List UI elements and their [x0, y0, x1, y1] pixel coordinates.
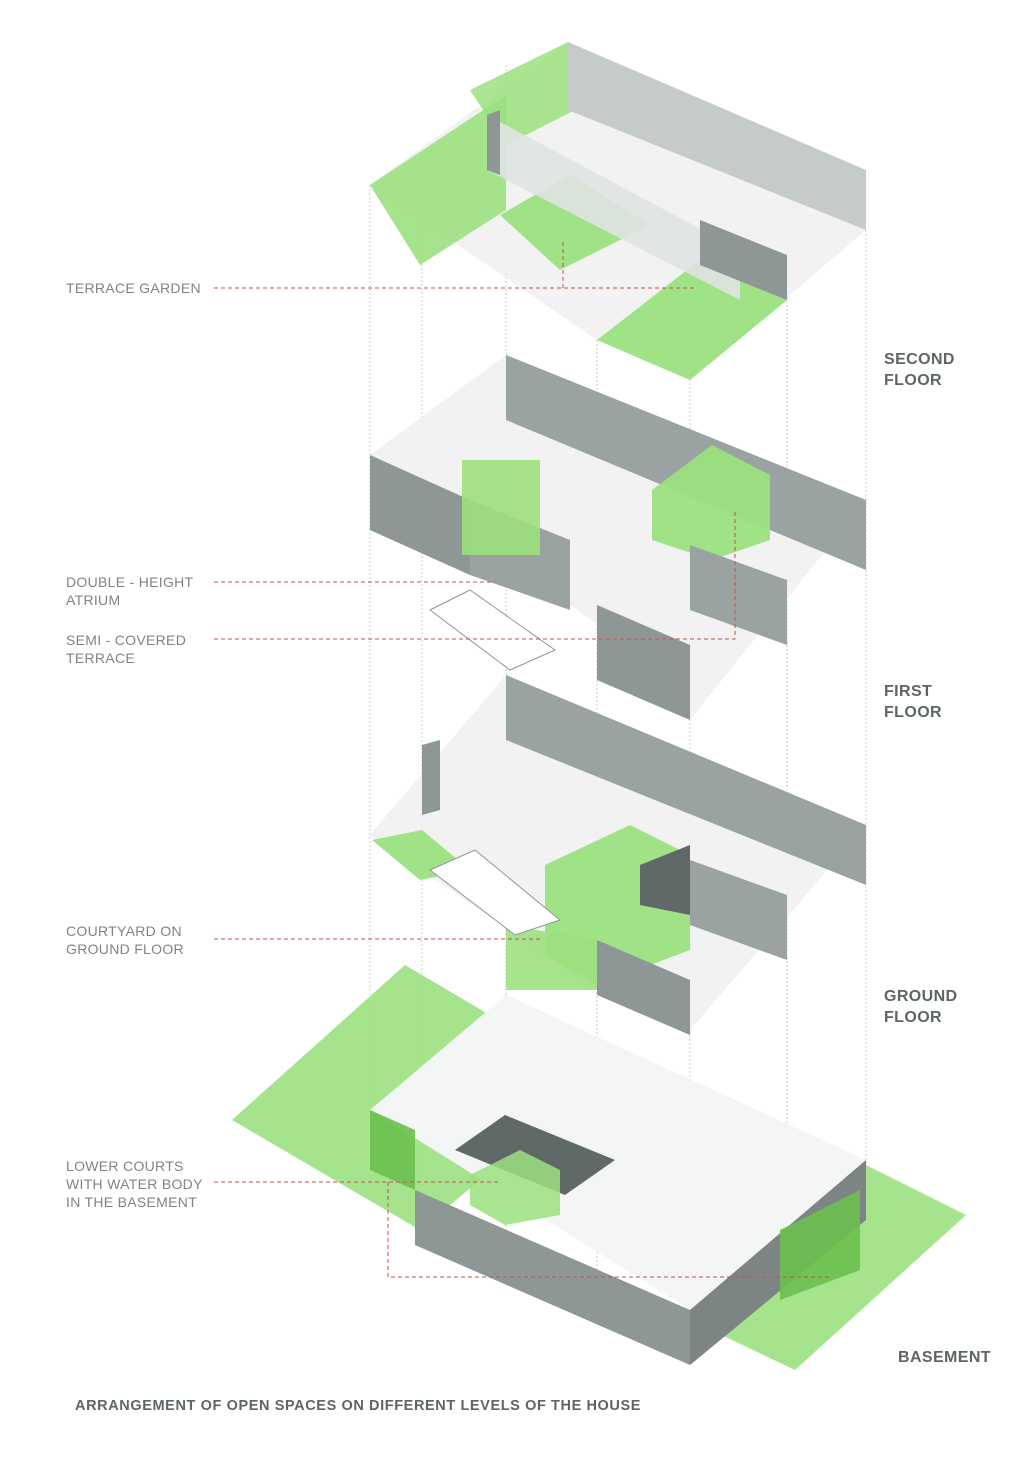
level-label-ground-floor: GROUND FLOOR: [884, 988, 958, 1026]
level-label-first-floor: FIRST FLOOR: [884, 683, 942, 721]
first-floor-back-wall: [506, 355, 866, 570]
ground-floor-wall-dark: [597, 940, 690, 1035]
courtyard-wall-dark: [640, 845, 690, 915]
callout-terrace-garden: TERRACE GARDEN: [66, 280, 201, 296]
terrace-garden-patch-center: [500, 175, 650, 270]
second-floor-wall-small: [487, 110, 500, 175]
ground-floor-wall-right: [690, 860, 787, 960]
basement-block: [232, 965, 966, 1370]
first-floor-wall-dark: [597, 605, 690, 720]
lower-court-pit: [455, 1115, 615, 1195]
ground-floor-stair: [429, 849, 562, 936]
ground-floor-back-wall: [506, 675, 866, 885]
ground-floor-plate: [370, 675, 866, 1035]
level-label-basement: BASEMENT: [898, 1349, 991, 1366]
callout-lower-courts: LOWER COURTS WITH WATER BODY IN THE BASE…: [66, 1158, 203, 1210]
second-floor-plate: [370, 42, 866, 380]
second-floor-inner-wall: [487, 115, 740, 300]
second-floor-back-wall: [568, 42, 866, 230]
basement-top: [370, 995, 866, 1310]
double-height-atrium-green: [462, 460, 540, 555]
level-label-second-floor: SECOND FLOOR: [884, 351, 955, 389]
first-floor-plate: [370, 355, 866, 720]
courtyard-green-lower: [506, 925, 597, 990]
terrace-garden-patch-left: [370, 95, 506, 265]
first-floor-wall-right: [690, 545, 787, 645]
lower-court-water: [470, 1150, 560, 1225]
semi-covered-terrace-green: [652, 445, 770, 560]
callout-semi-covered-terrace: SEMI - COVERED TERRACE: [66, 632, 187, 666]
callout-double-height-atrium: DOUBLE - HEIGHT ATRIUM: [66, 574, 194, 608]
second-floor-wall-dark: [700, 220, 787, 300]
callout-courtyard-ground-floor: COURTYARD ON GROUND FLOOR: [66, 923, 184, 957]
ground-floor-side-wall: [422, 740, 440, 815]
leader-lines: [214, 240, 830, 1278]
basement-left-face: [370, 1110, 415, 1190]
first-floor-stair: [429, 589, 557, 671]
first-floor-side-wall: [370, 455, 470, 575]
basement-right-green-face: [780, 1190, 860, 1300]
diagram-caption: ARRANGEMENT OF OPEN SPACES ON DIFFERENT …: [75, 1398, 642, 1414]
